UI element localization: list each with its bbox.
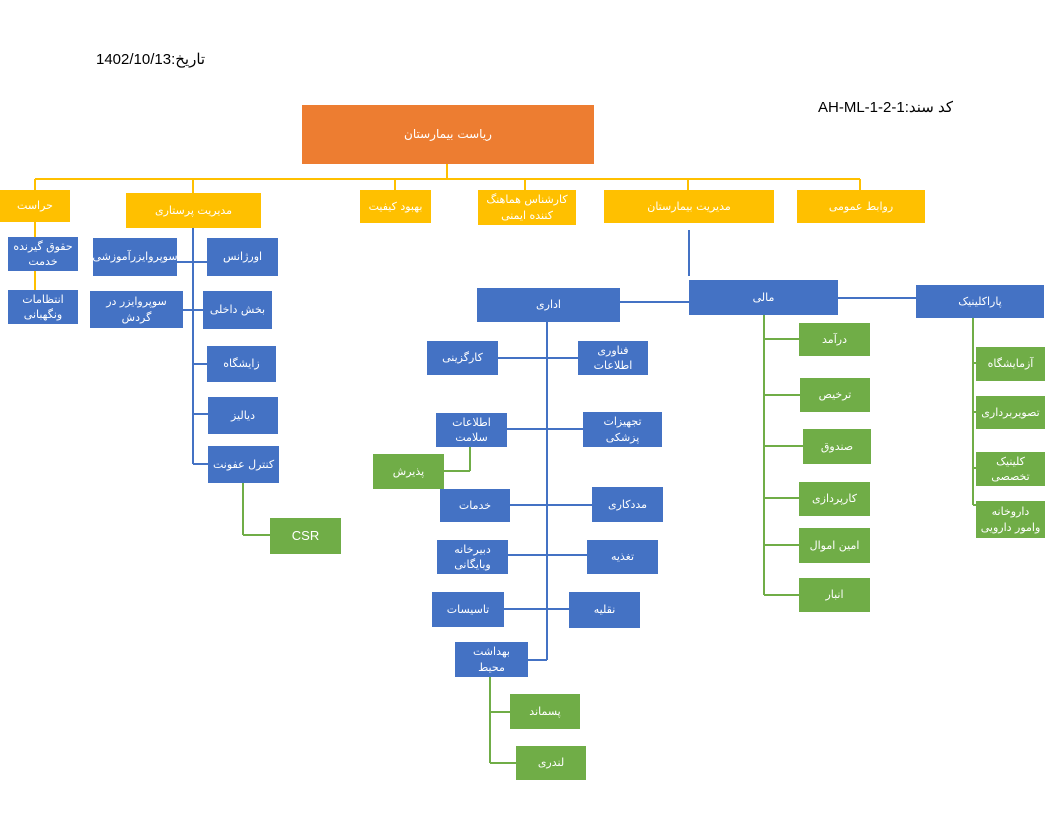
- quality-improvement-box: بهبود کیفیت: [360, 190, 431, 223]
- blue-connectors: [177, 228, 916, 661]
- environmental-health-box: بهداشت محیط: [455, 642, 528, 677]
- guard-services-box: انتظامات ونگهبانی: [8, 290, 78, 324]
- personnel-box: کارگزینی: [427, 341, 498, 375]
- green-connectors: [242, 315, 976, 764]
- warehouse-box: انبار: [799, 578, 870, 612]
- medical-equipment-box: تجهیزات پزشکی: [583, 412, 662, 447]
- security-box: حراست: [0, 190, 70, 222]
- emergency-box: اورژانس: [207, 238, 278, 276]
- services-box: خدمات: [440, 489, 510, 522]
- laundry-box: لندری: [516, 746, 586, 780]
- waste-box: پسماند: [510, 694, 580, 729]
- client-rights-box: حقوق گیرنده خدمت: [8, 237, 78, 271]
- infection-control-box: کنترل عفونت: [208, 446, 279, 483]
- laboratory-box: آزمایشگاه: [976, 347, 1045, 381]
- document-code: کد سند:AH-ML-1-2-1: [818, 98, 953, 116]
- admission-box: پذیرش: [373, 454, 444, 489]
- hospital-director-box: ریاست بیمارستان: [302, 105, 594, 164]
- hospital-management-box: مدیریت بیمارستان: [604, 190, 774, 223]
- facilities-box: تاسیسات: [432, 592, 504, 627]
- code-value: AH-ML-1-2-1: [818, 99, 905, 116]
- document-date: تاریخ:1402/10/13: [96, 50, 205, 68]
- maternity-box: زایشگاه: [207, 346, 276, 382]
- nutrition-box: تغذیه: [587, 540, 658, 574]
- internal-ward-box: بخش داخلی: [203, 291, 272, 329]
- dialysis-box: دیالیز: [208, 397, 278, 434]
- imaging-box: تصویربرداری: [976, 396, 1045, 429]
- it-box: فناوری اطلاعات: [578, 341, 648, 375]
- paraclinic-box: پاراکلینیک: [916, 285, 1044, 318]
- specialty-clinic-box: کلینیک تخصصی: [976, 452, 1045, 486]
- health-information-box: اطلاعات سلامت: [436, 413, 507, 447]
- discharge-box: ترخیص: [800, 378, 870, 412]
- date-label: تاریخ:: [171, 51, 206, 68]
- education-supervisor-box: سوپروایزرآموزشی: [93, 238, 177, 276]
- procurement-box: کارپردازی: [799, 482, 870, 516]
- rotating-supervisor-box: سوپروایزر در گردش: [90, 291, 183, 328]
- transport-box: نقلیه: [569, 592, 640, 628]
- administration-box: اداری: [477, 288, 620, 322]
- nursing-management-box: مدیریت پرستاری: [126, 193, 261, 228]
- top-level-connectors: [34, 164, 861, 290]
- public-relations-box: روابط عمومی: [797, 190, 925, 223]
- pharmacy-box: داروخانه وامور دارویی: [976, 501, 1045, 538]
- finance-box: مالی: [689, 280, 838, 315]
- asset-custodian-box: امین اموال: [799, 528, 870, 563]
- safety-coordinator-box: کارشناس هماهنگ کننده ایمنی: [478, 190, 576, 225]
- social-work-box: مددکاری: [592, 487, 663, 522]
- csr-box: CSR: [270, 518, 341, 554]
- secretariat-archive-box: دبیرخانه وبایگانی: [437, 540, 508, 574]
- revenue-box: درآمد: [799, 323, 870, 356]
- cash-desk-box: صندوق: [803, 429, 871, 464]
- date-value: 1402/10/13: [96, 51, 172, 68]
- code-label: کد سند:: [904, 99, 954, 116]
